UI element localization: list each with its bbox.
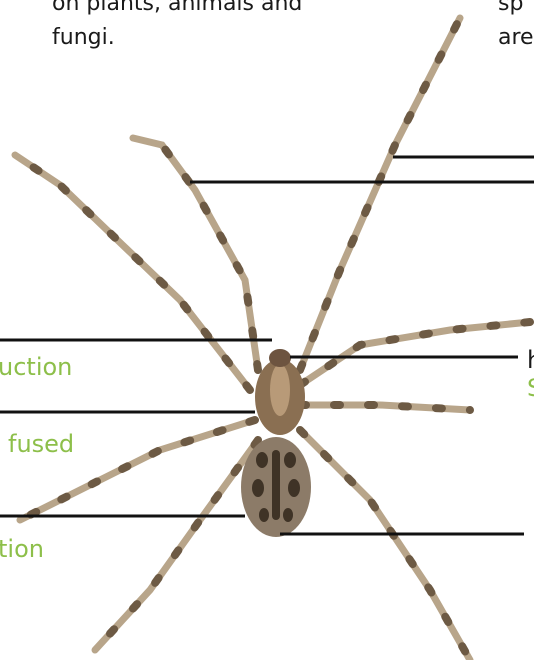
right-label-1-dark: h [527,346,534,374]
left-label-2: fused [8,430,74,458]
spider-chelicerae [269,349,291,367]
leg-front-right [300,18,460,370]
left-label-3: tion [0,535,44,563]
leg-upper-left [133,138,258,370]
right-label-1-green: S [527,374,534,402]
left-label-1: uction [0,353,72,381]
leg-right-middle [300,322,530,385]
leg-right-rear [300,430,470,660]
cephalothorax-stripe [270,364,290,416]
